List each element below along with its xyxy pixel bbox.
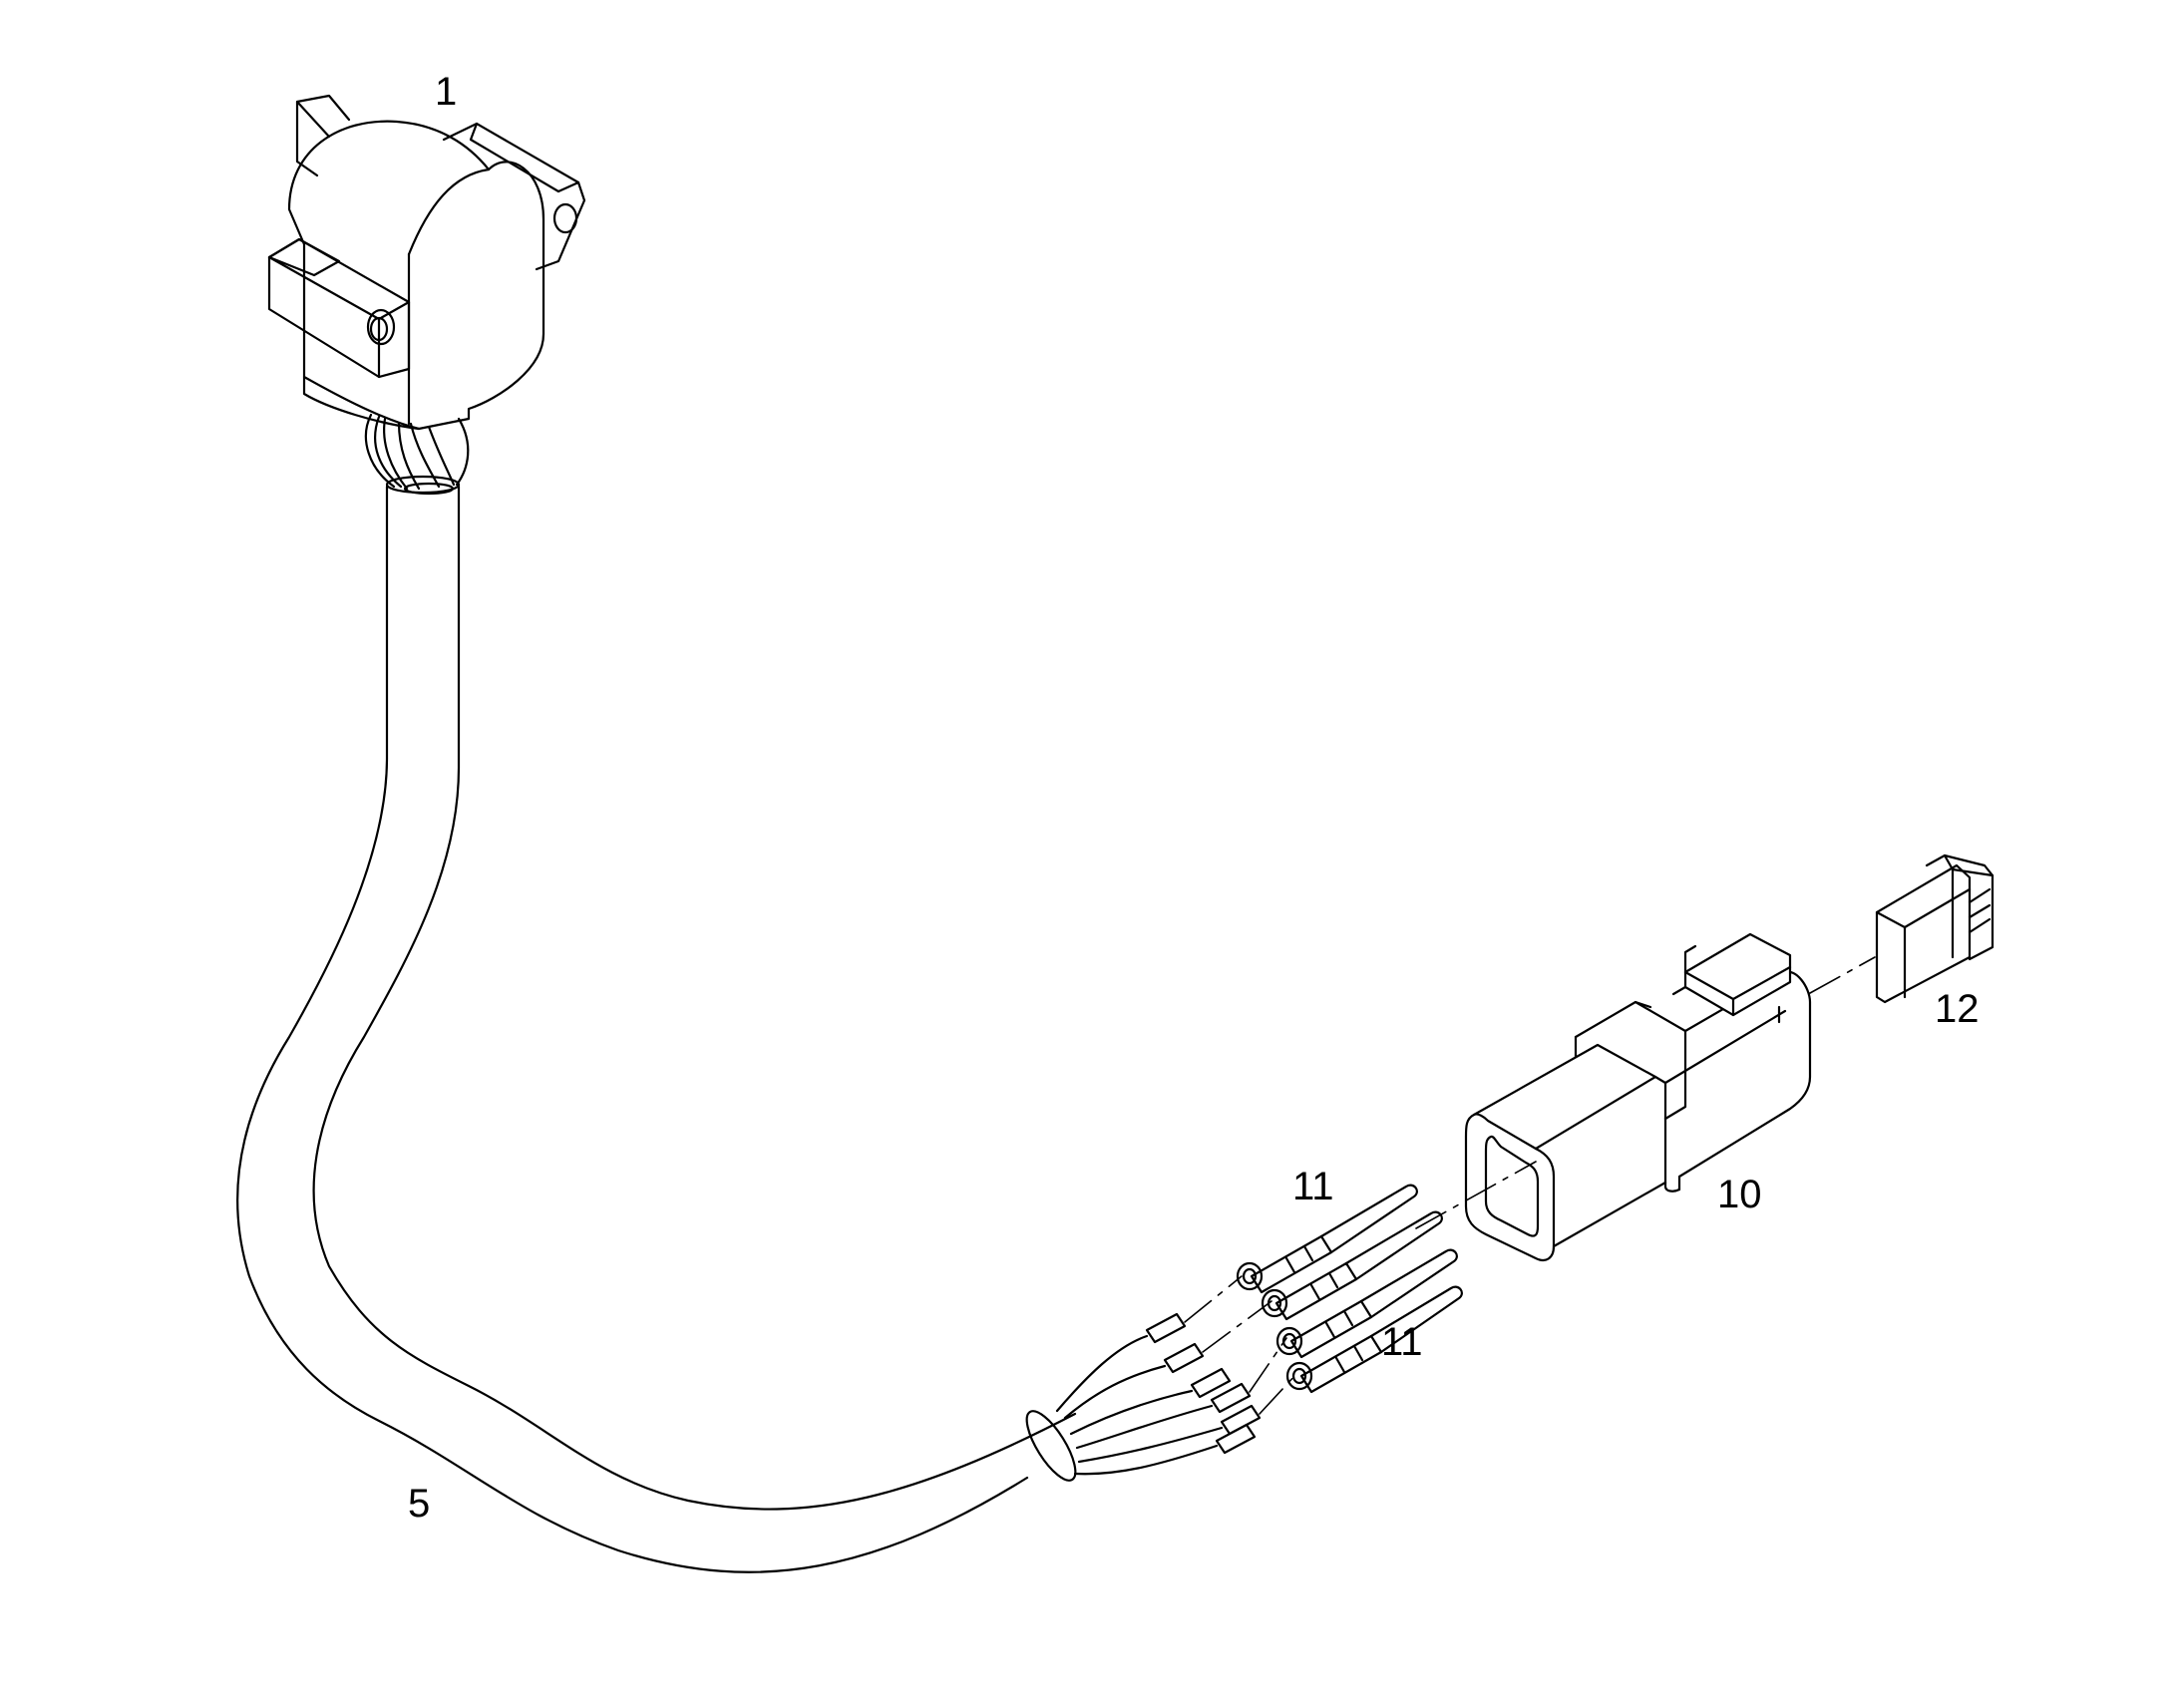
callout-5: 5 xyxy=(408,1482,431,1526)
wire-ends xyxy=(1055,1275,1297,1476)
callout-1: 1 xyxy=(435,70,458,114)
wedge-lock-part xyxy=(1875,854,1995,1004)
callout-11: 11 xyxy=(1292,1165,1334,1208)
callout-12: 12 xyxy=(1935,987,1980,1031)
cable-part xyxy=(236,475,1077,1573)
callout-10: 10 xyxy=(1717,1173,1762,1216)
connector-housing-part xyxy=(1464,932,1876,1262)
sensor-part xyxy=(267,94,586,491)
callout-11: 11 xyxy=(1381,1320,1423,1364)
contacts-part xyxy=(1236,1161,1537,1394)
